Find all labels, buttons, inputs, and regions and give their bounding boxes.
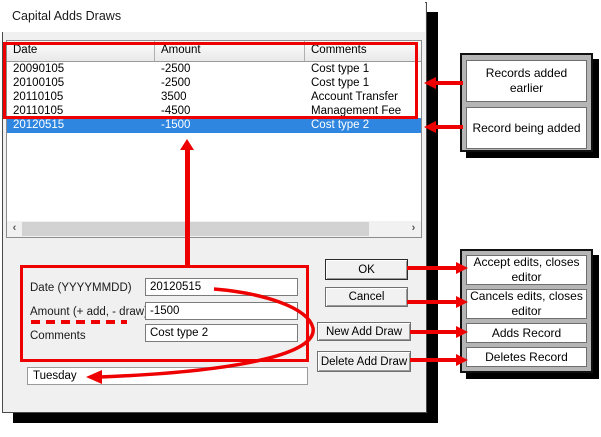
annotation-left-arrowhead-icon [424, 121, 436, 133]
window-title: Capital Adds Draws [12, 9, 122, 23]
amount-cell: -2500 [161, 63, 191, 75]
records-list [6, 40, 422, 238]
date-cell: 20110105 [13, 105, 64, 117]
annotation-arrow-line [407, 300, 457, 304]
comments-cell: Cost type 1 [311, 77, 370, 89]
date-cell: 20100105 [13, 77, 65, 89]
scroll-left-button[interactable]: ‹ [7, 221, 22, 237]
callout-group-records: Records added earlier Record being added [460, 53, 593, 152]
table-row[interactable]: 20100105 -2500 Cost type 1 [7, 76, 421, 90]
records-list-header: Date Amount Comments [7, 41, 421, 62]
amount-cell: -4500 [161, 105, 191, 117]
date-cell: 20120515 [13, 119, 65, 131]
annotation-right-arrowhead-icon [456, 354, 468, 366]
comments-cell: Account Transfer [311, 91, 398, 103]
table-row[interactable]: 20090105 -2500 Cost type 1 [7, 62, 421, 76]
amount-cell: -1500 [161, 119, 191, 131]
callout-new: Adds Record [466, 323, 587, 343]
callout-cancel: Cancels edits, closes editor [466, 289, 587, 319]
annotation-dashed-underline [31, 320, 127, 324]
comments-cell: Cost type 2 [311, 119, 370, 131]
callout-group-buttons: Accept edits, closes editor Cancels edit… [460, 249, 593, 373]
comments-cell: Management Fee [311, 105, 402, 117]
title-bar [2, 2, 425, 32]
annotation-arrow-line [435, 125, 463, 129]
annotation-left-arrowhead-icon [424, 77, 436, 89]
comments-label: Comments [30, 330, 86, 342]
annotation-up-arrow-line [185, 150, 190, 265]
annotation-arrow-line [407, 266, 457, 270]
horizontal-scrollbar[interactable]: ‹ › [7, 221, 421, 237]
scroll-right-button[interactable]: › [406, 221, 421, 237]
annotation-arrow-line [410, 358, 457, 362]
weekday-display: Tuesday [27, 367, 308, 385]
annotation-right-arrowhead-icon [456, 262, 468, 274]
callout-record-being-added: Record being added [466, 107, 587, 149]
date-label: Date (YYYYMMDD) [30, 282, 132, 294]
comments-cell: Cost type 1 [311, 63, 370, 75]
column-header-amount[interactable]: Amount [155, 41, 305, 61]
callout-records-added-earlier: Records added earlier [466, 60, 587, 102]
annotation-right-arrowhead-icon [456, 326, 468, 338]
amount-cell: 3500 [161, 91, 187, 103]
table-row[interactable]: 20110105 -4500 Management Fee [7, 104, 421, 118]
column-header-comments[interactable]: Comments [311, 44, 367, 56]
annotation-right-arrowhead-icon [456, 296, 468, 308]
callout-delete: Deletes Record [466, 347, 587, 367]
date-cell: 20110105 [13, 91, 64, 103]
annotation-arrow-line [410, 330, 457, 334]
column-header-date[interactable]: Date [7, 41, 155, 61]
table-row[interactable]: 20120515 -1500 Cost type 2 [7, 118, 421, 133]
scroll-thumb[interactable] [22, 222, 369, 236]
date-input[interactable] [145, 278, 298, 296]
comments-input[interactable] [145, 324, 298, 342]
annotation-arrow-line [435, 81, 463, 85]
annotation-up-arrowhead-icon [180, 139, 194, 150]
cancel-button[interactable]: Cancel [325, 287, 408, 307]
callout-ok: Accept edits, closes editor [466, 255, 587, 285]
amount-label: Amount (+ add, - draw) [30, 306, 148, 318]
ok-button[interactable]: OK [325, 259, 408, 280]
new-add-draw-button[interactable]: New Add Draw [317, 322, 411, 341]
delete-add-draw-button[interactable]: Delete Add Draw [317, 351, 411, 372]
amount-input[interactable] [145, 302, 298, 320]
table-row[interactable]: 20110105 3500 Account Transfer [7, 90, 421, 104]
amount-cell: -2500 [161, 77, 191, 89]
date-cell: 20090105 [13, 63, 65, 75]
